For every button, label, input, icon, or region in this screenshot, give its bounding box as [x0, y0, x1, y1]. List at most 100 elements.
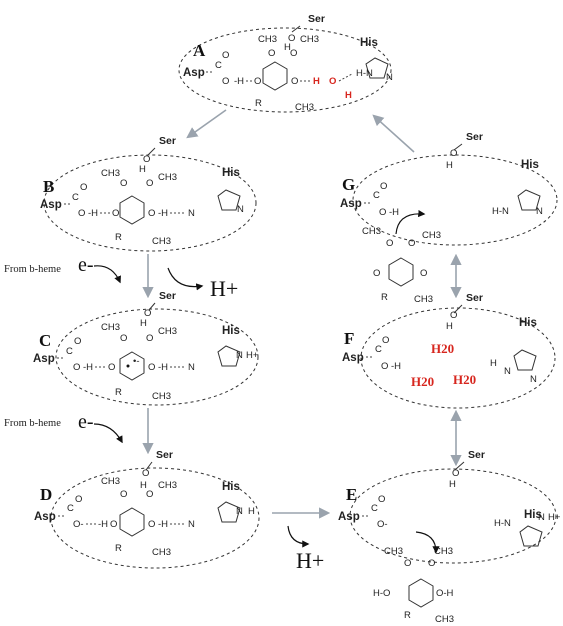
svg-text:C: C [375, 344, 382, 355]
state-e-methyl-1: CH3 [384, 546, 403, 557]
svg-text:O: O [291, 76, 298, 87]
svg-text:H: H [490, 358, 497, 369]
svg-text:O: O [268, 48, 275, 59]
svg-text:O: O [408, 238, 415, 249]
svg-text:CH3: CH3 [295, 102, 314, 113]
svg-text:O: O [73, 362, 80, 373]
state-e-asp: Asp [338, 511, 360, 523]
state-e-his: His [524, 509, 542, 521]
state-b: B Ser O H Asp C O O -H O CH3 CH3 O O R C… [40, 135, 257, 252]
state-f-water-1: H20 [431, 341, 454, 356]
svg-text:O: O [379, 207, 386, 218]
svg-text:H: H [139, 164, 146, 175]
state-c-label: C [39, 331, 51, 350]
state-f-water-3: H20 [453, 372, 476, 387]
svg-text:H: H [140, 318, 147, 329]
state-f-water-2: H20 [411, 374, 434, 389]
state-e-r: R [404, 610, 411, 621]
svg-text:H: H [446, 160, 453, 171]
svg-text:O: O [222, 50, 229, 61]
svg-text:O: O [80, 182, 87, 193]
svg-text:O: O [148, 208, 155, 219]
proton-release-2: H+ [287, 525, 324, 573]
svg-text:O: O [146, 333, 153, 344]
svg-text:O: O [428, 558, 435, 569]
svg-text:O: O [450, 310, 457, 321]
svg-text:N: N [188, 519, 195, 530]
proton-release-1-label: H+ [210, 276, 238, 301]
svg-text:O-: O- [73, 519, 84, 530]
state-a-ser: Ser [308, 13, 325, 25]
state-f-ser: Ser [466, 292, 483, 304]
state-a-methyl-2: CH3 [300, 34, 319, 45]
state-b-his: His [222, 167, 240, 179]
svg-text:N: N [530, 374, 537, 385]
svg-text:H-N: H-N [492, 206, 509, 217]
state-g-oval [352, 154, 558, 246]
state-c-methyl-1: CH3 [101, 322, 120, 333]
svg-text:O: O [381, 361, 388, 372]
svg-text:•-: •- [133, 356, 140, 367]
svg-text:H-N: H-N [356, 68, 373, 79]
svg-text:H-O: H-O [373, 588, 390, 599]
svg-text:O: O [222, 76, 229, 87]
state-c-asp: Asp [33, 353, 55, 365]
state-g: G Ser O H Asp C O O -H His H-N N CH3 CH3… [340, 131, 558, 305]
state-a-his: His [360, 37, 378, 49]
electron-input-2: From b-heme e- [4, 411, 123, 444]
svg-text:C: C [72, 192, 79, 203]
svg-text:O: O [75, 494, 82, 505]
state-c-r: R [115, 387, 122, 398]
state-b-ser: Ser [159, 135, 176, 147]
svg-text:C: C [215, 60, 222, 71]
svg-text:O: O [373, 268, 380, 279]
state-g-asp: Asp [340, 198, 362, 210]
svg-text:O: O [144, 308, 151, 319]
state-a-water-h1: H [313, 76, 320, 87]
svg-text:CH3: CH3 [152, 547, 171, 558]
state-a-oval [178, 27, 392, 113]
svg-text:N: N [237, 204, 244, 215]
svg-text:O: O [120, 489, 127, 500]
state-c-his: His [222, 325, 240, 337]
svg-text:O: O [404, 558, 411, 569]
svg-text:-H: -H [83, 362, 93, 373]
state-g-label: G [342, 175, 355, 194]
state-d-oval [50, 467, 260, 569]
svg-text:O: O [146, 489, 153, 500]
svg-text:O: O [146, 178, 153, 189]
svg-text:H: H [284, 42, 291, 53]
state-a-asp: Asp [183, 67, 205, 79]
svg-text:O: O [110, 519, 117, 530]
electron-input-1: From b-heme e- [4, 254, 121, 284]
svg-text:C: C [371, 503, 378, 514]
svg-text:N: N [188, 362, 195, 373]
svg-text:CH3: CH3 [152, 236, 171, 247]
svg-text:O: O [112, 208, 119, 219]
svg-text:N: N [236, 350, 243, 361]
arrow-g-to-a [372, 114, 415, 153]
svg-text:-H: -H [88, 208, 98, 219]
state-d-asp: Asp [34, 511, 56, 523]
electron-particle-1: e- [78, 254, 94, 276]
arrow-a-to-b [186, 109, 227, 139]
state-d: D Ser O H Asp C O O- -H O CH3 CH3 O O R … [34, 449, 260, 569]
svg-text:C: C [373, 190, 380, 201]
svg-text:O: O [143, 154, 150, 165]
svg-text:O: O [120, 333, 127, 344]
svg-text:O: O [450, 148, 457, 159]
state-d-methyl-2: CH3 [158, 480, 177, 491]
svg-text:O: O [142, 468, 149, 479]
proton-release-2-label: H+ [296, 548, 324, 573]
state-g-methyl-2: CH3 [422, 230, 441, 241]
state-d-his: His [222, 481, 240, 493]
state-a-label: A [193, 41, 206, 60]
state-b-label: B [43, 177, 54, 196]
state-a-water-o: O [329, 76, 336, 87]
proton-release-1: H+ [167, 267, 238, 301]
svg-text:H-N: H-N [494, 518, 511, 529]
state-d-his-h: H [248, 506, 255, 517]
state-f: F Ser O H Asp C O O -H H20 H20 H20 His H… [342, 292, 556, 409]
state-e-his-proton: H+ [548, 512, 561, 523]
